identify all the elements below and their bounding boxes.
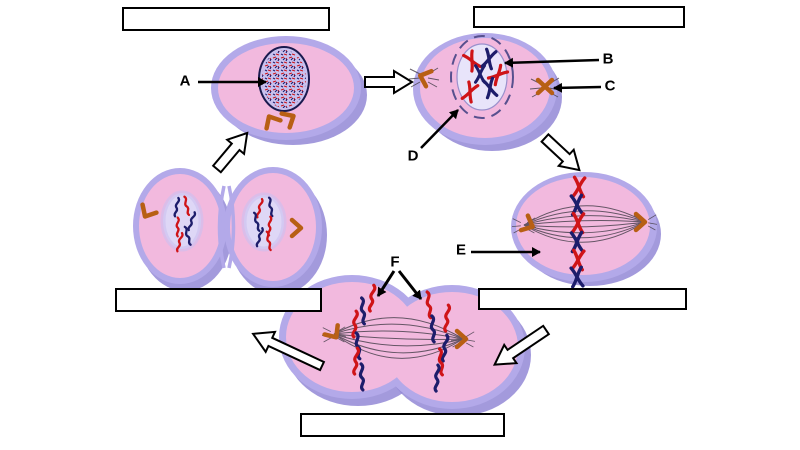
pointer-d — [420, 109, 459, 149]
pointer-label-a: A — [179, 72, 191, 90]
cytoplasm — [386, 292, 518, 402]
pointer-f-left — [376, 270, 396, 297]
cleavage-furrow — [217, 185, 226, 269]
arrow-prophase-to-metaphase — [536, 128, 588, 180]
daughter-nucleus-right — [241, 192, 287, 252]
pointer-lines — [198, 57, 602, 300]
pointer-b — [504, 57, 600, 68]
cytoplasm — [516, 177, 650, 275]
pointer-label-f: F — [390, 253, 400, 271]
pointer-label-c: C — [604, 77, 616, 95]
anaphase-cell — [279, 275, 531, 416]
spindle-fibers — [511, 205, 658, 243]
answer-box-bottom[interactable] — [300, 413, 505, 437]
chromatin — [262, 50, 306, 108]
pointer-c — [553, 82, 602, 93]
answer-box-middle-left[interactable] — [115, 288, 322, 312]
nucleus — [258, 46, 310, 112]
pointer-label-d: D — [407, 147, 419, 165]
answer-box-middle-right[interactable] — [478, 288, 687, 310]
arrow-interphase-to-prophase — [364, 70, 413, 94]
metaphase-cell — [511, 172, 661, 289]
interphase-cell — [211, 36, 367, 145]
prophase-cell — [408, 33, 562, 151]
fragmenting-nuclear-envelope — [450, 35, 514, 119]
answer-box-top-left[interactable] — [122, 7, 330, 31]
telophase-cells — [133, 167, 327, 295]
pointer-label-b: B — [602, 50, 614, 68]
answer-box-top-right[interactable] — [473, 6, 685, 28]
pointer-label-e: E — [455, 241, 467, 259]
cleavage-furrow — [227, 185, 236, 269]
daughter-nucleus-left — [160, 190, 204, 252]
pointer-f-right — [397, 270, 423, 300]
centriole-right — [535, 77, 555, 96]
